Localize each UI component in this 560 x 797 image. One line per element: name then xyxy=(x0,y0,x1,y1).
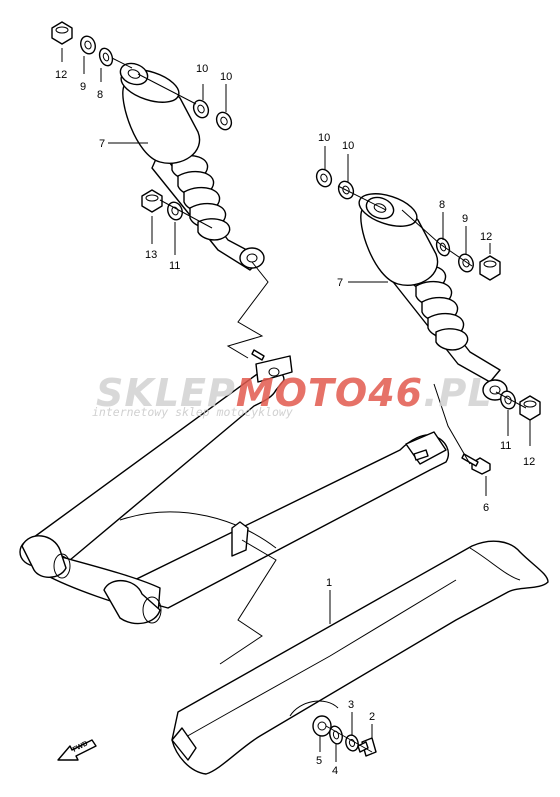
callout-10: 10 xyxy=(220,71,232,83)
callout-12: 12 xyxy=(523,456,535,468)
watermark-brand-b: MOTO xyxy=(236,371,368,415)
callout-11: 11 xyxy=(169,260,180,272)
callout-12: 12 xyxy=(480,231,492,243)
watermark-brand-d: .PL xyxy=(423,371,493,415)
watermark-logo: SKLEPMOTO46.PL internetowy sklep motocyk… xyxy=(92,371,493,419)
callout-9: 9 xyxy=(462,213,468,225)
callout-11: 11 xyxy=(500,440,511,452)
callout-8: 8 xyxy=(439,199,445,211)
chain-case-hardware xyxy=(312,715,377,757)
callout-12: 12 xyxy=(55,69,67,81)
callout-8: 8 xyxy=(97,89,103,101)
callout-4: 4 xyxy=(332,765,338,777)
callout-10: 10 xyxy=(196,63,208,75)
callout-numbers: 12 9 8 10 10 7 13 11 10 10 8 9 12 7 11 1… xyxy=(55,63,535,777)
assembly-guide-lines xyxy=(111,57,527,753)
left-shock-absorber xyxy=(119,62,265,271)
callout-3: 3 xyxy=(348,699,354,711)
callout-5: 5 xyxy=(316,755,322,767)
leader-lines xyxy=(61,48,531,762)
watermark-brand-c: 46 xyxy=(367,371,423,415)
callout-10: 10 xyxy=(318,132,330,144)
callout-7: 7 xyxy=(337,277,343,289)
callout-6: 6 xyxy=(483,502,489,514)
watermark-tagline: internetowy sklep motocyklowy xyxy=(92,405,293,419)
right-shock-absorber xyxy=(358,193,508,401)
right-hardware xyxy=(315,168,541,475)
chain-case xyxy=(171,540,549,775)
callout-10: 10 xyxy=(342,140,354,152)
callout-9: 9 xyxy=(80,81,86,93)
swingarm xyxy=(19,349,450,625)
forward-arrow-icon: FWD xyxy=(57,739,97,761)
svg-text:SKLEPMOTO46.PL: SKLEPMOTO46.PL xyxy=(96,371,493,415)
callout-13: 13 xyxy=(145,249,157,261)
callout-7: 7 xyxy=(99,138,105,150)
left-top-hardware xyxy=(51,21,233,221)
watermark-brand-a: SKLEP xyxy=(96,371,236,415)
callout-2: 2 xyxy=(369,711,375,723)
callout-1: 1 xyxy=(326,577,332,589)
